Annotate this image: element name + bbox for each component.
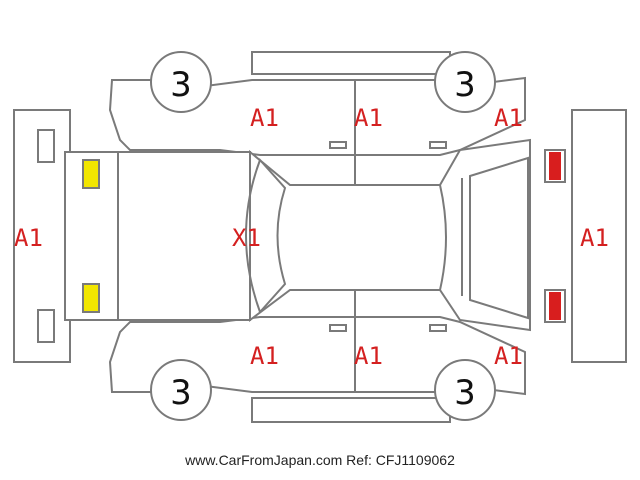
wheel-bottom-left: 3 xyxy=(150,359,212,421)
mark-bottom-front-door: A1 xyxy=(354,342,383,370)
rear-lamp-top xyxy=(549,152,561,180)
mark-rear-bumper: A1 xyxy=(580,224,609,252)
wheel-top-right-grade: 3 xyxy=(454,65,476,105)
wheel-bottom-right-grade: 3 xyxy=(454,373,476,413)
wheel-bottom-left-grade: 3 xyxy=(170,373,192,413)
mark-bottom-front-fender: A1 xyxy=(250,342,279,370)
roof-strip-top xyxy=(251,51,451,75)
mark-bottom-rear-quarter: A1 xyxy=(494,342,523,370)
wheel-bottom-right: 3 xyxy=(434,359,496,421)
mark-top-rear-quarter: A1 xyxy=(494,104,523,132)
mark-top-front-fender: A1 xyxy=(250,104,279,132)
roof-strip-bottom xyxy=(251,397,451,423)
front-bumper xyxy=(13,109,71,363)
rear-bumper xyxy=(571,109,627,363)
wheel-top-left-grade: 3 xyxy=(170,65,192,105)
rear-lamp-bottom xyxy=(549,292,561,320)
wheel-top-right: 3 xyxy=(434,51,496,113)
bottom-side-panel xyxy=(108,316,526,396)
mark-top-front-door: A1 xyxy=(354,104,383,132)
wheel-top-left: 3 xyxy=(150,51,212,113)
mark-front-bumper: A1 xyxy=(14,224,43,252)
top-side-panel xyxy=(108,76,526,156)
mark-hood: X1 xyxy=(232,224,261,252)
car-body-top-view xyxy=(64,138,566,332)
footer-reference: www.CarFromJapan.com Ref: CFJ1109062 xyxy=(185,452,455,468)
